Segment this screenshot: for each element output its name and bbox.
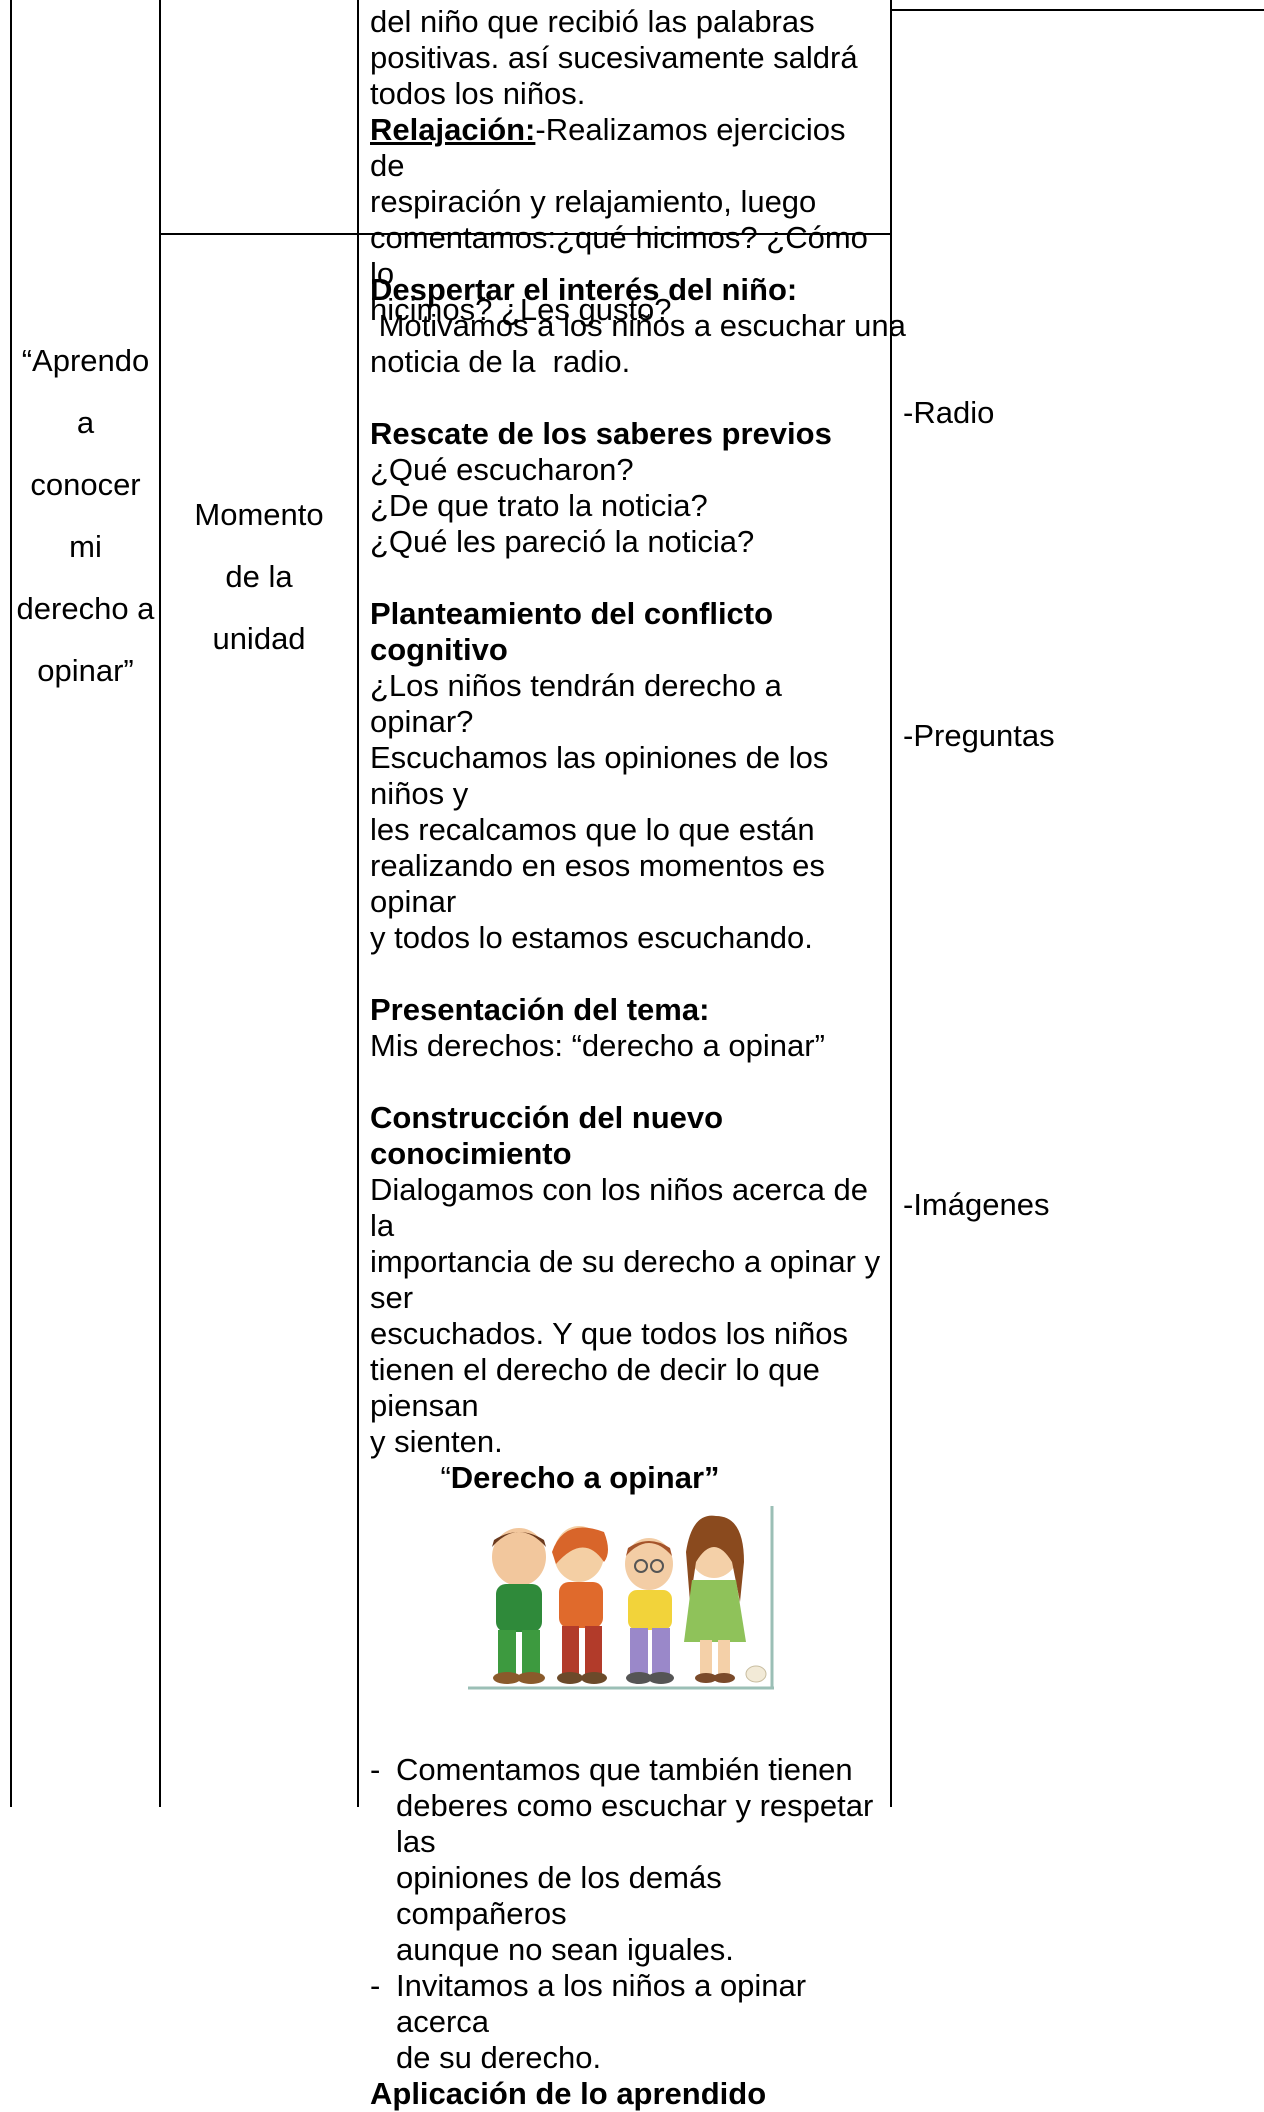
rescue-text: ¿Qué escucharon?	[370, 452, 634, 487]
illustration-caption: “Derecho a opinar”	[370, 1460, 790, 1496]
moment-line: de la	[225, 559, 293, 594]
table-border-col2	[159, 0, 161, 1807]
activity-title-line: opinar”	[37, 653, 134, 688]
moment-line: Momento	[194, 497, 324, 532]
bullet-item: - Comentamos que también tienen deberes …	[370, 1752, 888, 1968]
activity-title-line: derecho a	[16, 591, 155, 626]
child-figure	[684, 1515, 746, 1683]
section-heading-rescue: Rescate de los saberes previos	[370, 416, 832, 451]
bullet-text: opiniones de los demás compañeros	[396, 1860, 722, 1931]
children-illustration	[464, 1502, 784, 1692]
resource-questions: -Preguntas	[903, 718, 1055, 753]
activity-title-line: “Aprendo	[21, 343, 150, 378]
child-figure	[492, 1528, 546, 1684]
conflict-text: ¿Los niños tendrán derecho a opinar?	[370, 668, 782, 739]
bullet-text: Invitamos a los niños a opinar acerca	[396, 1968, 807, 2039]
interest-text: Motivamos a los niños a escuchar una	[370, 308, 906, 343]
presentation-text: Mis derechos: “derecho a opinar”	[370, 1028, 825, 1063]
relaxation-text: respiración y relajamiento, luego	[370, 184, 817, 219]
moment-line: unidad	[212, 621, 306, 656]
table-border-col4	[890, 0, 892, 1807]
top-content-cell: del niño que recibió las palabras positi…	[370, 4, 885, 328]
top-text-line: todos los niños.	[370, 76, 586, 111]
activity-title-line: conocer	[30, 467, 141, 502]
conflict-text: les recalcamos que lo que están	[370, 812, 815, 847]
bullet-text: Comentamos que también tienen	[396, 1752, 853, 1787]
caption-open-quote: “	[440, 1460, 451, 1495]
construction-text: importancia de su derecho a opinar y ser	[370, 1244, 881, 1315]
section-heading-interest: Despertar el interés del niño:	[370, 272, 798, 307]
top-text-line: positivas. así sucesivamente saldrá	[370, 40, 858, 75]
relaxation-text: hicimos? ¿Les gusto?	[370, 292, 672, 327]
bullet-text: aunque no sean iguales.	[396, 1932, 734, 1967]
bullet-item: - Invitamos a los niños a opinar acerca …	[370, 1968, 888, 2076]
activity-title-line: a	[76, 405, 95, 440]
caption-text: Derecho a opinar”	[450, 1460, 720, 1495]
conflict-text: y todos lo estamos escuchando.	[370, 920, 813, 955]
rescue-text: ¿Qué les pareció la noticia?	[370, 524, 755, 559]
top-text-line: del niño que recibió las palabras	[370, 4, 815, 39]
construction-text: tienen el derecho de decir lo que piensa…	[370, 1352, 820, 1423]
activity-title-line: mi	[69, 529, 102, 564]
relaxation-label: Relajación:	[370, 112, 536, 147]
construction-text: Dialogamos con los niños acerca de la	[370, 1172, 868, 1243]
bullet-dash: -	[370, 1752, 381, 1787]
child-figure	[625, 1538, 674, 1684]
row-divider	[159, 233, 892, 235]
table-border-left	[10, 0, 12, 1807]
bullet-text: deberes como escuchar y respetar las	[396, 1788, 874, 1859]
relaxation-paragraph: Relajación:-Realizamos ejercicios de	[370, 112, 885, 184]
construction-text: y sienten.	[370, 1424, 503, 1459]
moment-cell: Momento de la unidad	[161, 484, 357, 670]
section-heading-application: Aplicación de lo aprendido	[370, 2076, 767, 2111]
activity-title-cell: “Aprendo a conocer mi derecho a opinar”	[12, 330, 159, 702]
section-heading-presentation: Presentación del tema:	[370, 992, 710, 1027]
interest-text: noticia de la radio.	[370, 344, 631, 379]
resource-radio: -Radio	[903, 395, 995, 430]
resource-images: -Imágenes	[903, 1187, 1050, 1222]
section-heading-conflict: Planteamiento del conflicto cognitivo	[370, 596, 774, 667]
conflict-text: realizando en esos momentos es opinar	[370, 848, 825, 919]
relaxation-text: -Realizamos ejercicios de	[370, 112, 846, 183]
construction-text: escuchados. Y que todos los niños	[370, 1316, 848, 1351]
bullet-text: de su derecho.	[396, 2040, 602, 2075]
rescue-text: ¿De que trato la noticia?	[370, 488, 708, 523]
main-content-cell: Despertar el interés del niño: Motivamos…	[370, 272, 906, 2112]
table-border-col3	[357, 0, 359, 1807]
child-figure	[552, 1526, 608, 1684]
table-border-top-right	[890, 9, 1264, 11]
relaxation-text: comentamos:¿qué hicimos? ¿Cómo lo	[370, 220, 868, 291]
section-heading-construction: Construcción del nuevo conocimiento	[370, 1100, 724, 1171]
bullet-dash: -	[370, 1968, 381, 2003]
conflict-text: Escuchamos las opiniones de los niños y	[370, 740, 829, 811]
